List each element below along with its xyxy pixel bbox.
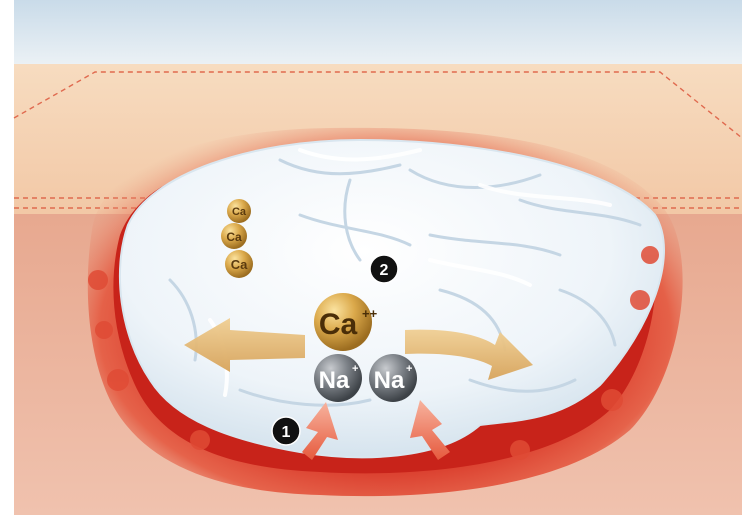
small-ca-label-1: Ca — [232, 206, 247, 218]
step-marker-1-label: 1 — [282, 424, 291, 441]
sodium-charge-2: + — [406, 363, 412, 375]
calcium-symbol: Ca — [319, 308, 358, 341]
sodium-symbol-1: Na — [319, 367, 350, 394]
calcium-charge: ++ — [362, 306, 378, 321]
sodium-ion-1: Na + — [314, 354, 362, 402]
sodium-symbol-2: Na — [374, 367, 405, 394]
step-marker-1: 1 — [272, 417, 300, 445]
sodium-ion-2: Na + — [369, 354, 417, 402]
sodium-charge-1: + — [352, 363, 358, 375]
small-ca-label-2: Ca — [226, 230, 242, 244]
white-margin — [0, 0, 14, 523]
white-margin-right — [742, 0, 752, 523]
sky-band — [0, 0, 752, 70]
step-marker-2-label: 2 — [380, 262, 389, 279]
step-marker-2: 2 — [370, 255, 398, 283]
small-ca-label-3: Ca — [231, 257, 248, 272]
